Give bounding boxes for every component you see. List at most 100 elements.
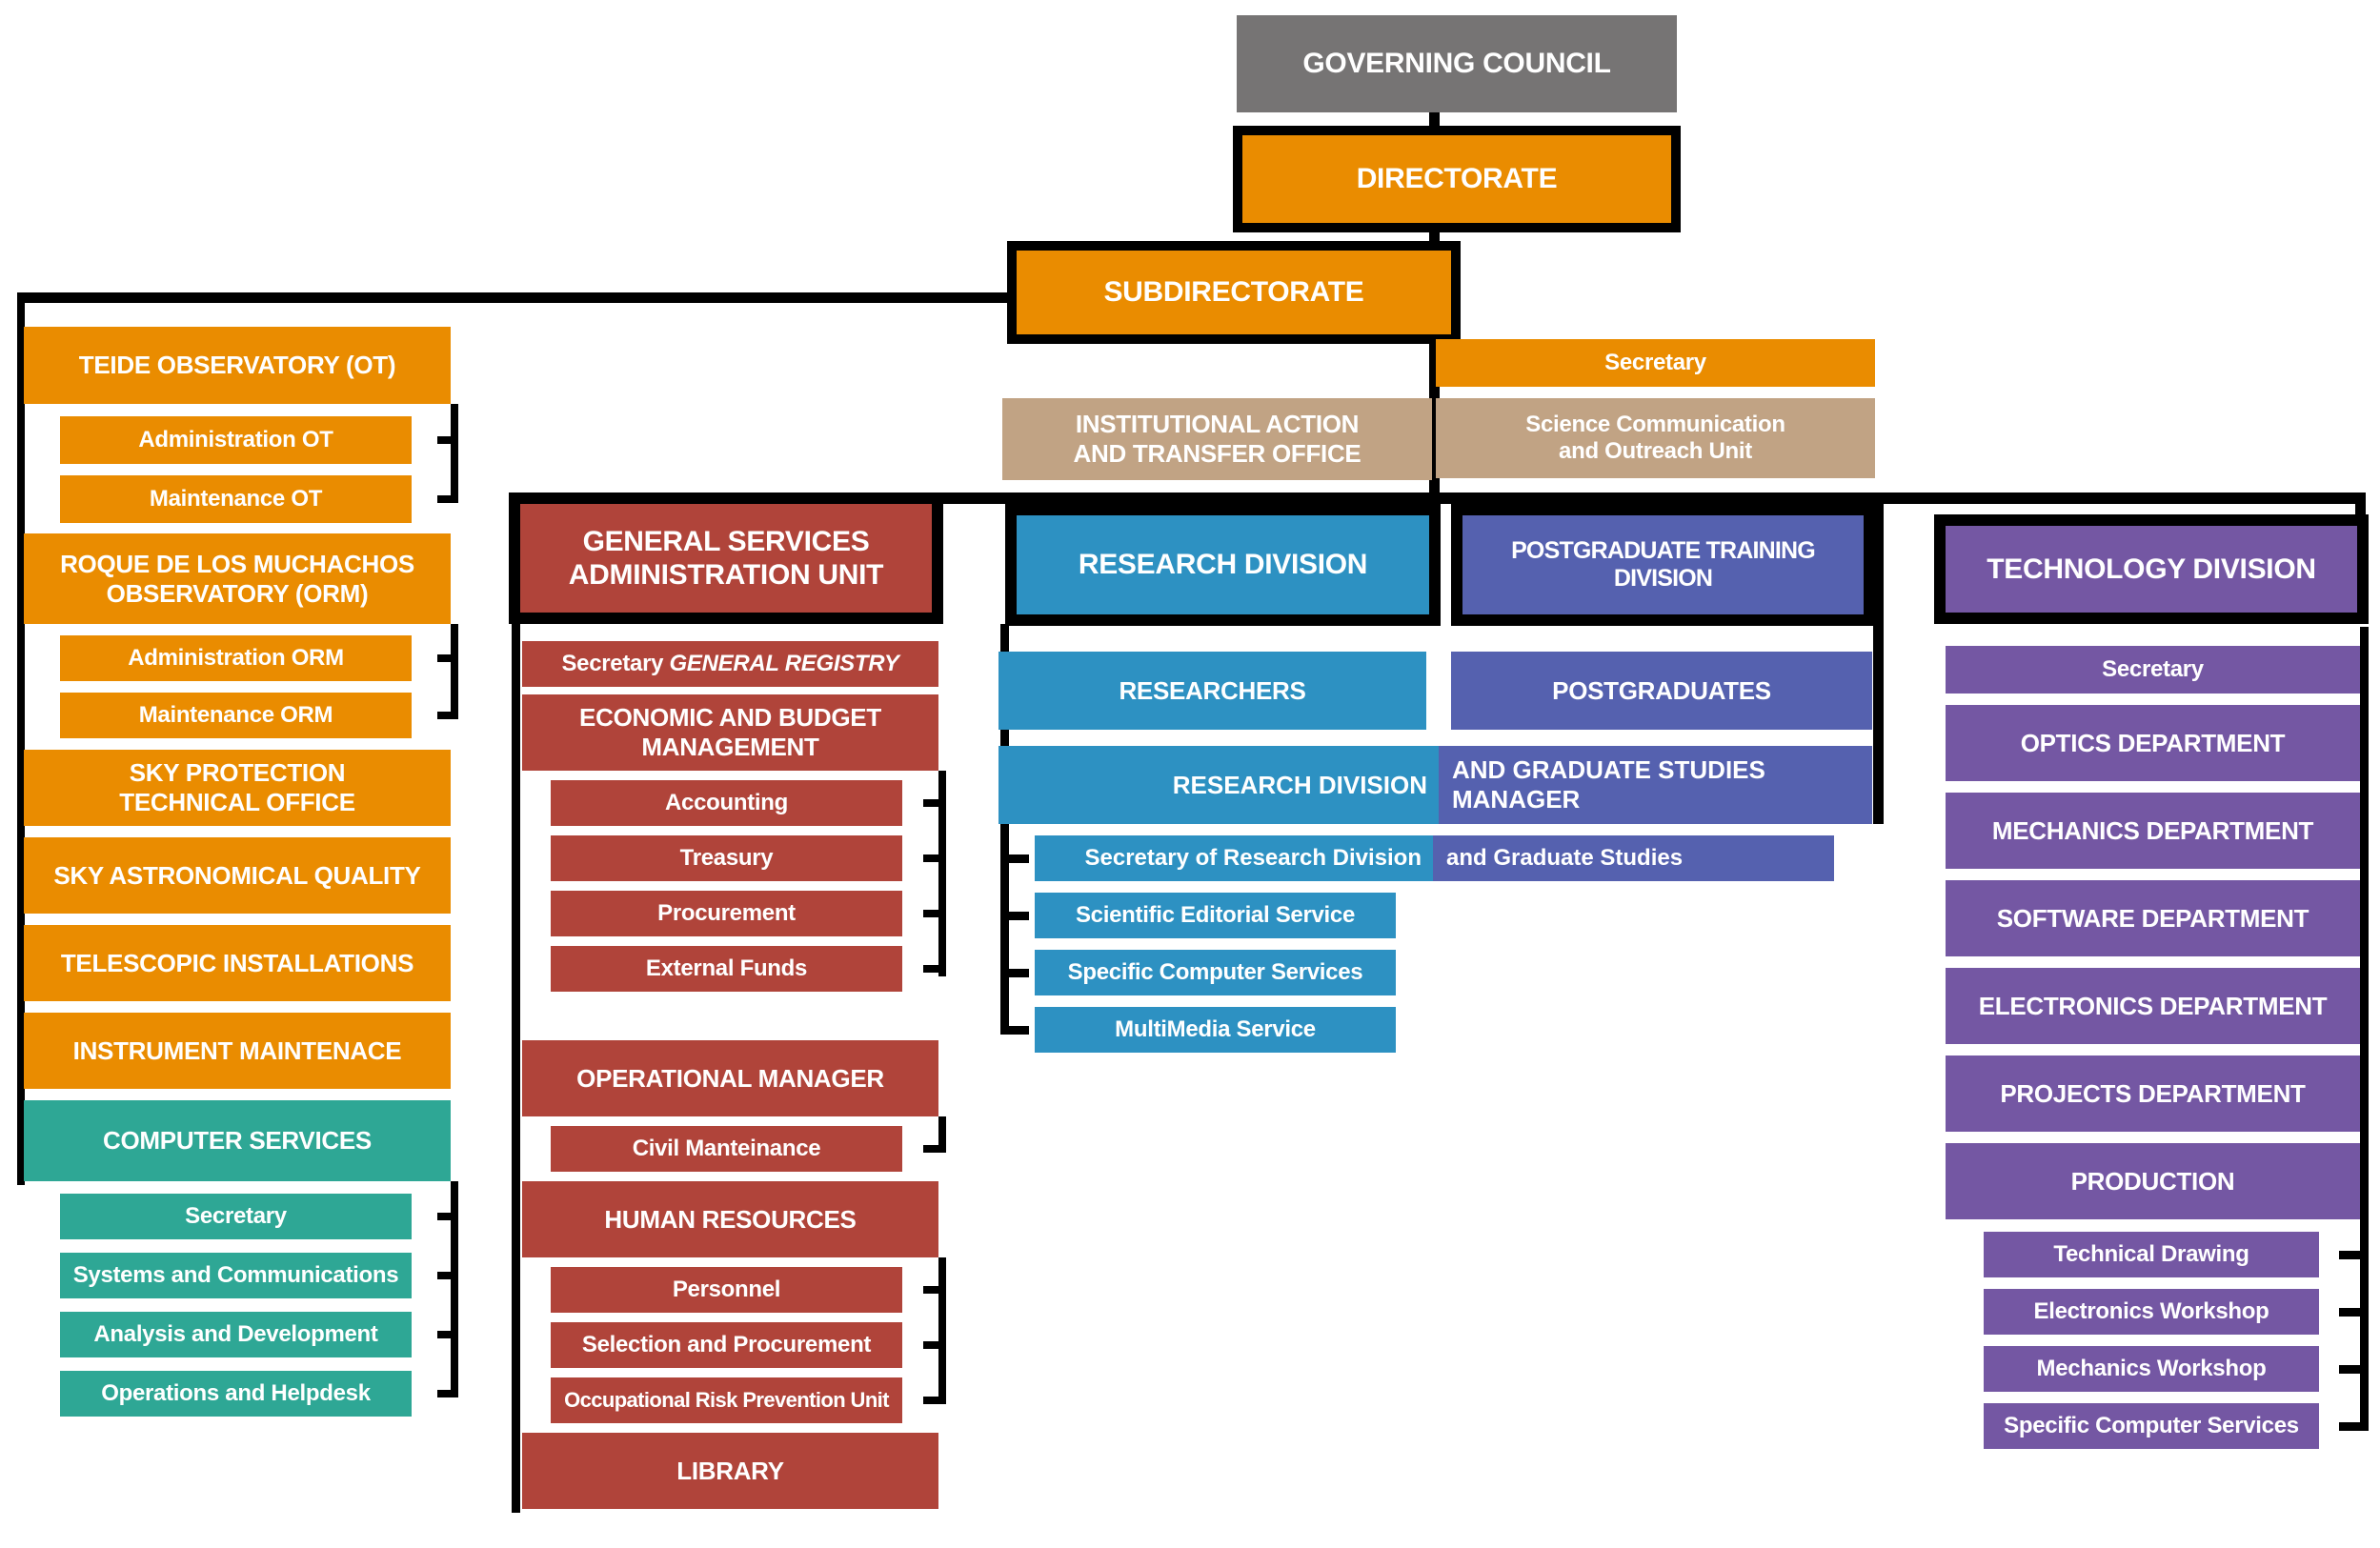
org-box-cs-analysis-development: Analysis and Development	[60, 1312, 412, 1357]
bracket-hr-tick	[923, 1397, 946, 1404]
org-box-roque-observatory: ROQUE DE LOS MUCHACHOS OBSERVATORY (ORM)	[24, 533, 451, 624]
bracket-tech-tick	[2339, 1308, 2369, 1317]
org-box-technology-header: TECHNOLOGY DIVISION	[1934, 514, 2369, 624]
bracket-operational-spine	[938, 1116, 946, 1153]
org-box-telescopic-installations: TELESCOPIC INSTALLATIONS	[24, 925, 451, 1001]
bracket-hr-tick	[923, 1286, 946, 1294]
org-box-civil-maintenance: Civil Manteinance	[551, 1126, 902, 1172]
org-box-projects-department: PROJECTS DEPARTMENT	[1946, 1055, 2360, 1132]
org-box-gs-secretary-registry: Secretary GENERAL REGISTRY	[522, 641, 938, 687]
bracket-research-tick	[1000, 969, 1029, 977]
org-box-postgraduates: POSTGRADUATES	[1451, 652, 1872, 730]
bracket-hr-tick	[923, 1341, 946, 1349]
bracket-ot-tick	[437, 436, 458, 444]
bracket-research-tick	[1000, 1026, 1029, 1035]
org-box-science-communication: Science Communication and Outreach Unit	[1436, 398, 1875, 478]
bracket-research-tick	[1000, 912, 1029, 920]
bracket-tech-tick	[2339, 1365, 2369, 1374]
org-box-selection-procurement: Selection and Procurement	[551, 1322, 902, 1368]
org-box-postgraduate-header: POSTGRADUATE TRAINING DIVISION	[1451, 504, 1875, 626]
bracket-compserv-tick	[437, 1390, 458, 1397]
org-box-research-division-header: RESEARCH DIVISION	[1005, 504, 1441, 626]
org-box-researchers: RESEARCHERS	[998, 652, 1426, 730]
org-box-tech-secretary: Secretary	[1946, 646, 2360, 694]
bracket-tech-tick	[2339, 1422, 2369, 1431]
bracket-economic-spine	[938, 771, 946, 976]
manager-row-left: RESEARCH DIVISION	[998, 746, 1439, 824]
bracket-hr-spine	[938, 1257, 946, 1404]
connector-center-spine	[1429, 221, 1440, 499]
bracket-orm-spine	[451, 624, 458, 719]
org-box-human-resources: HUMAN RESOURCES	[522, 1181, 938, 1257]
bracket-research-spine	[1000, 624, 1009, 1034]
org-box-accounting: Accounting	[551, 780, 902, 826]
bracket-economic-tick	[923, 965, 946, 973]
org-box-maintenance-orm: Maintenance ORM	[60, 693, 412, 738]
bracket-economic-tick	[923, 910, 946, 917]
org-box-mechanics-department: MECHANICS DEPARTMENT	[1946, 793, 2360, 869]
org-box-administration-ot: Administration OT	[60, 416, 412, 464]
org-box-production: PRODUCTION	[1946, 1143, 2360, 1219]
bracket-research-tick	[1000, 854, 1029, 863]
connector-postgrad-spine	[1873, 493, 1884, 824]
bracket-compserv-tick	[437, 1272, 458, 1279]
bracket-economic-tick	[923, 854, 946, 862]
gs-registry-label: GENERAL REGISTRY	[669, 650, 899, 676]
bracket-tech-spine	[2360, 627, 2369, 1431]
org-box-secretary-directorate: Secretary	[1436, 339, 1875, 387]
bracket-compserv-tick	[437, 1213, 458, 1220]
org-box-computer-services: COMPUTER SERVICES	[24, 1100, 451, 1181]
org-box-scientific-editorial: Scientific Editorial Service	[1035, 893, 1396, 938]
connector-gs-spine	[512, 619, 520, 1513]
org-box-economic-budget: ECONOMIC AND BUDGET MANAGEMENT	[522, 694, 938, 771]
org-box-institutional-action: INSTITUTIONAL ACTION AND TRANSFER OFFICE	[1002, 398, 1432, 480]
manager-row-right: AND GRADUATE STUDIES MANAGER	[1439, 746, 1872, 824]
connector-tech-elbow	[2355, 493, 2366, 524]
connector-left-spine	[17, 292, 25, 1185]
org-box-directorate: DIRECTORATE	[1233, 126, 1681, 232]
org-box-general-services-header: GENERAL SERVICES ADMINISTRATION UNIT	[509, 493, 943, 624]
org-box-software-department: SOFTWARE DEPARTMENT	[1946, 880, 2360, 956]
org-box-subdirectorate: SUBDIRECTORATE	[1007, 241, 1461, 344]
org-box-multimedia-service: MultiMedia Service	[1035, 1007, 1396, 1053]
org-box-sky-astronomical-quality: SKY ASTRONOMICAL QUALITY	[24, 837, 451, 914]
org-box-teide-observatory: TEIDE OBSERVATORY (OT)	[24, 327, 451, 404]
org-box-electronics-department: ELECTRONICS DEPARTMENT	[1946, 968, 2360, 1044]
org-box-cs-systems-communications: Systems and Communications	[60, 1253, 412, 1298]
org-box-personnel: Personnel	[551, 1267, 902, 1313]
connector-council-directorate	[1429, 107, 1440, 135]
bracket-compserv-spine	[451, 1181, 458, 1397]
org-box-maintenance-ot: Maintenance OT	[60, 475, 412, 523]
org-box-optics-department: OPTICS DEPARTMENT	[1946, 705, 2360, 781]
bracket-operational-tick	[923, 1145, 946, 1153]
org-box-operational-manager: OPERATIONAL MANAGER	[522, 1040, 938, 1116]
org-box-electronics-workshop: Electronics Workshop	[1984, 1289, 2319, 1335]
org-box-instrument-maintenance: INSTRUMENT MAINTENACE	[24, 1013, 451, 1089]
org-box-cs-secretary: Secretary	[60, 1194, 412, 1239]
org-box-research-graduate-manager: RESEARCH DIVISION AND GRADUATE STUDIES M…	[998, 746, 1872, 824]
bracket-tech-tick	[2339, 1251, 2369, 1259]
gs-secretary-label: Secretary	[561, 650, 664, 676]
bracket-orm-tick	[437, 654, 458, 662]
org-box-administration-orm: Administration ORM	[60, 635, 412, 681]
org-box-research-specific-computer: Specific Computer Services	[1035, 950, 1396, 995]
bracket-orm-tick	[437, 712, 458, 719]
org-box-cs-operations-helpdesk: Operations and Helpdesk	[60, 1371, 412, 1417]
connector-left-horizontal	[17, 292, 1014, 303]
org-box-governing-council: GOVERNING COUNCIL	[1237, 15, 1677, 112]
org-box-external-funds: External Funds	[551, 946, 902, 992]
bracket-ot-tick	[437, 495, 458, 503]
bracket-ot-spine	[451, 404, 458, 503]
connector-main-bar	[509, 493, 2366, 504]
secretary-row-right: and Graduate Studies	[1433, 835, 1834, 881]
org-box-sky-protection: SKY PROTECTION TECHNICAL OFFICE	[24, 750, 451, 826]
org-box-library: LIBRARY	[522, 1433, 938, 1509]
secretary-row-left: Secretary of Research Division	[1035, 835, 1433, 881]
org-box-mechanics-workshop: Mechanics Workshop	[1984, 1346, 2319, 1392]
org-box-research-secretary: Secretary of Research Division and Gradu…	[1035, 835, 1834, 881]
bracket-compserv-tick	[437, 1331, 458, 1338]
org-box-procurement: Procurement	[551, 891, 902, 936]
org-box-treasury: Treasury	[551, 835, 902, 881]
bracket-economic-tick	[923, 799, 946, 807]
